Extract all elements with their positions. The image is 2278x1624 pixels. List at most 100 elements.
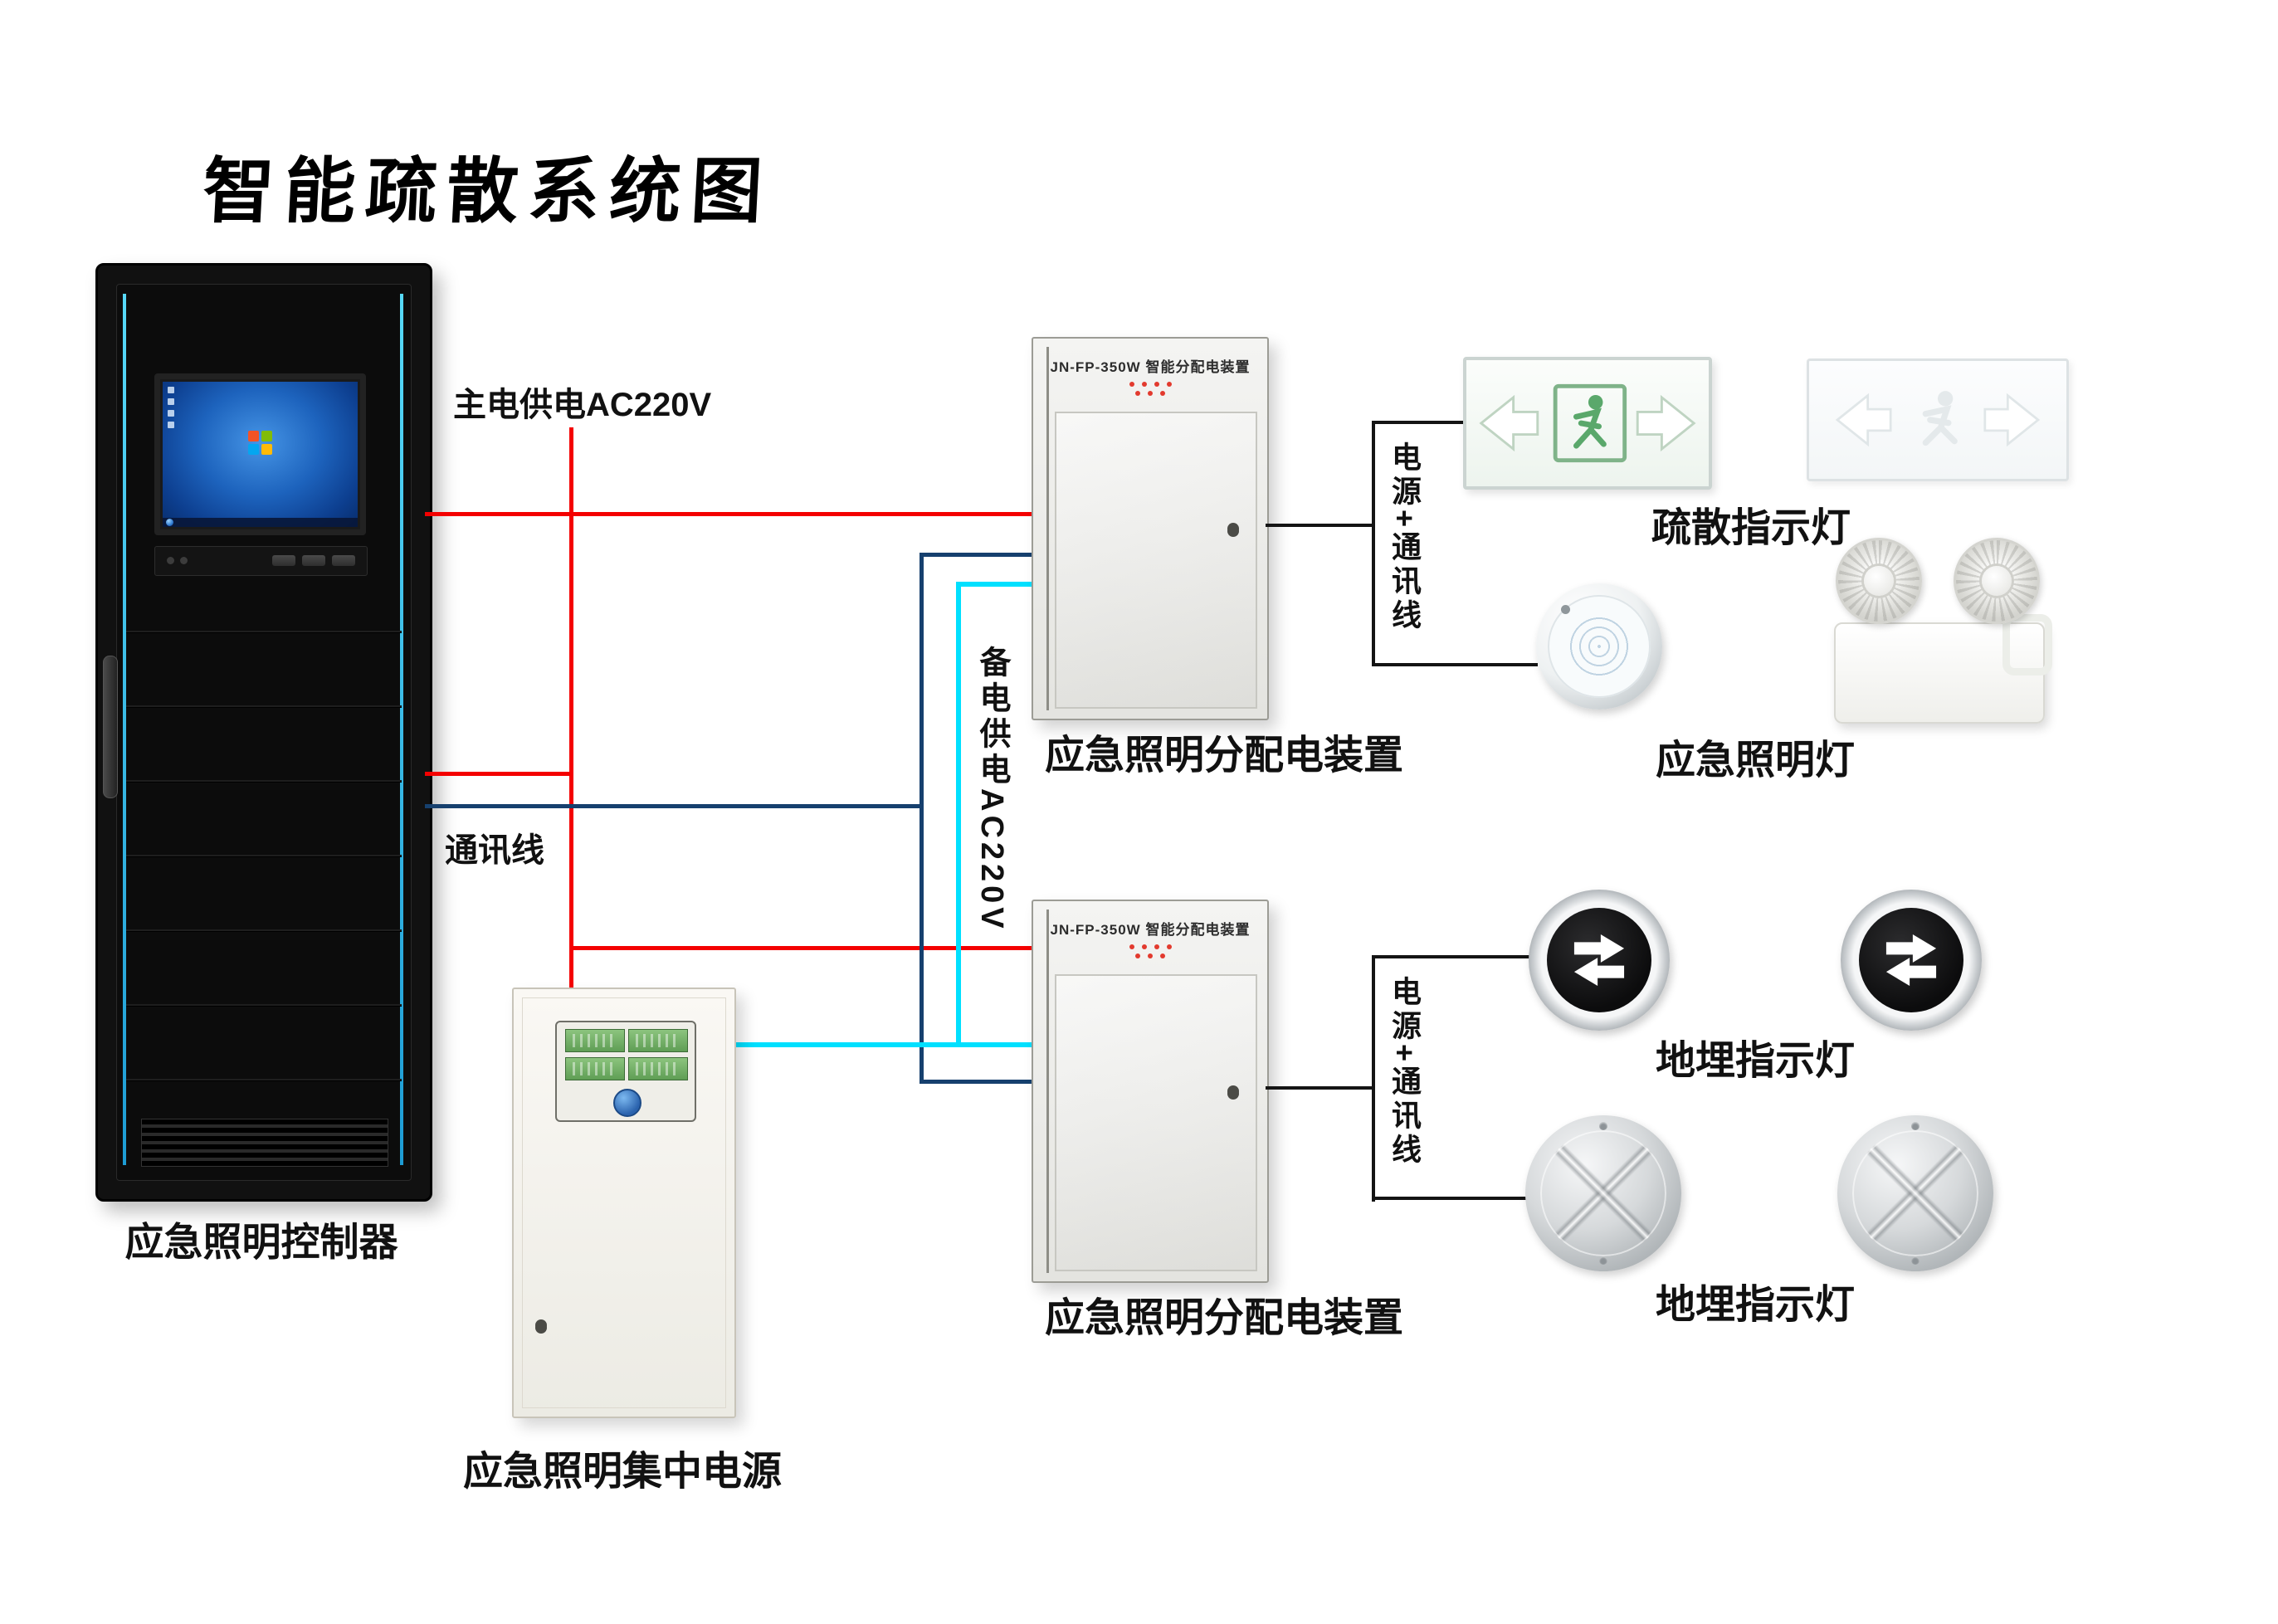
windows-desktop-screen (163, 382, 358, 527)
lcd-display (628, 1029, 688, 1052)
buried-light-bottom-label: 地埋指示灯 (1655, 1283, 1855, 1327)
comm-label: 通讯线 (445, 832, 544, 869)
exit-sign-white (1807, 358, 2069, 481)
control-button (302, 555, 325, 566)
rack-line (126, 1079, 402, 1080)
central-power-supply (512, 988, 736, 1418)
control-button (272, 555, 295, 566)
controller-cabinet-label: 应急照明控制器 (124, 1220, 398, 1264)
indicator-lights (1033, 944, 1267, 958)
keyhole-icon (1227, 523, 1239, 534)
double-arrow-icon (1573, 934, 1625, 987)
cabinet-monitor (154, 373, 366, 535)
ceiling-emergency-light (1536, 583, 1662, 710)
backup-power-wire-to-box1 (956, 582, 1033, 587)
keyhole-icon (1227, 1085, 1239, 1097)
backup-power-wire-vertical (956, 582, 961, 1047)
control-dot (180, 557, 188, 564)
windows-logo-icon (247, 430, 273, 456)
backup-power-label: 备电供电AC220V (974, 646, 1009, 933)
control-button (332, 555, 355, 566)
lamp-head-left (1836, 538, 1922, 624)
box-hinge-line (1046, 910, 1049, 1273)
light-sensor-hole (1561, 605, 1570, 614)
arrow-left-icon (1479, 394, 1539, 452)
lcd-display (565, 1057, 625, 1080)
desktop-icon (168, 410, 174, 417)
etched-arrow-pattern (1852, 1130, 1978, 1256)
desktop-icon (168, 398, 174, 405)
emergency-light-label: 应急照明灯 (1655, 739, 1855, 783)
etched-arrow-pattern (1540, 1130, 1666, 1256)
branch1-wire-vertical (1372, 421, 1375, 666)
backup-power-wire-to-box2 (730, 1042, 1033, 1047)
lamp-cap (1864, 566, 1894, 596)
screw-icon (1911, 1122, 1919, 1130)
branch1-wire-to-exit-sign (1372, 421, 1465, 424)
light-rings (1564, 612, 1634, 681)
page-title: 智能疏散系统图 (200, 149, 775, 233)
branch2-wire-to-buried-top (1372, 955, 1531, 958)
branch2-wire-to-buried-bottom (1372, 1197, 1531, 1200)
controller-cabinet (95, 263, 432, 1202)
rack-line (126, 1004, 402, 1006)
branch1-wire-horizontal (1266, 524, 1375, 527)
buried-light-black-1 (1529, 890, 1670, 1031)
lamp-cap (1982, 566, 2012, 596)
distribution-box-1-header: JN-FP-350W 智能分配电装置 (1050, 359, 1251, 375)
buried-light-top-label: 地埋指示灯 (1655, 1039, 1855, 1083)
box-door (1055, 412, 1257, 709)
rack-line (126, 780, 402, 782)
double-arrow-icon (1885, 934, 1937, 987)
carry-handle (2002, 614, 2052, 675)
indicator-lights (1033, 382, 1267, 396)
exit-running-man-icon (1922, 391, 1958, 446)
rack-line (126, 929, 402, 931)
twin-head-emergency-light (1834, 538, 2052, 733)
branch2-wire-vertical (1372, 955, 1375, 1202)
main-power-wire-vertical (569, 427, 573, 990)
exit-running-man-icon (1573, 395, 1607, 449)
box-hinge-line (1046, 347, 1049, 710)
start-orb-icon (166, 519, 173, 526)
screw-icon (1599, 1256, 1607, 1265)
distribution-box-1-label: 应急照明分配电装置 (1044, 734, 1403, 778)
cabinet-control-strip (154, 546, 368, 576)
arrow-right-icon (1983, 393, 2041, 447)
main-power-wire-to-cabinet (425, 772, 573, 776)
main-power-wire-to-box2 (569, 946, 1033, 950)
buried-light-silver-1 (1525, 1115, 1681, 1271)
distribution-box-2-header: JN-FP-350W 智能分配电装置 (1050, 922, 1251, 938)
power-button (613, 1089, 641, 1117)
box-door (1055, 974, 1257, 1271)
arrow-left-icon (1835, 393, 1892, 447)
light-face (1859, 908, 1963, 1012)
comm-wire-from-cabinet (425, 804, 924, 808)
arrow-right-icon (1636, 394, 1696, 452)
buried-light-black-2 (1841, 890, 1982, 1031)
exit-sign-pictogram (1835, 391, 2041, 447)
distribution-box-2: JN-FP-350W 智能分配电装置 (1032, 900, 1269, 1283)
cabinet-door-handle (103, 656, 118, 798)
branch1-wire-to-emergency-light (1372, 663, 1538, 666)
comm-wire-to-box2 (919, 1080, 1033, 1084)
comm-wire-to-box1 (919, 553, 1033, 557)
distribution-box-2-label: 应急照明分配电装置 (1044, 1296, 1403, 1340)
branch1-label: 电源+通讯线 (1388, 441, 1422, 634)
screw-icon (1911, 1256, 1919, 1265)
desktop-icon (168, 387, 174, 393)
cabinet-vent-grille (141, 1119, 388, 1167)
exit-sign-label: 疏散指示灯 (1651, 506, 1851, 550)
lcd-display (628, 1057, 688, 1080)
buried-light-silver-2 (1837, 1115, 1993, 1271)
screw-icon (1599, 1122, 1607, 1130)
desktop-icon (168, 422, 174, 428)
cabinet-led-strip-right (400, 294, 403, 1165)
taskbar (163, 518, 358, 527)
lcd-display (565, 1029, 625, 1052)
rack-line (126, 855, 402, 856)
rack-line (126, 631, 402, 632)
cabinet-led-strip-left (123, 294, 126, 1165)
main-power-label: 主电供电AC220V (453, 387, 712, 423)
